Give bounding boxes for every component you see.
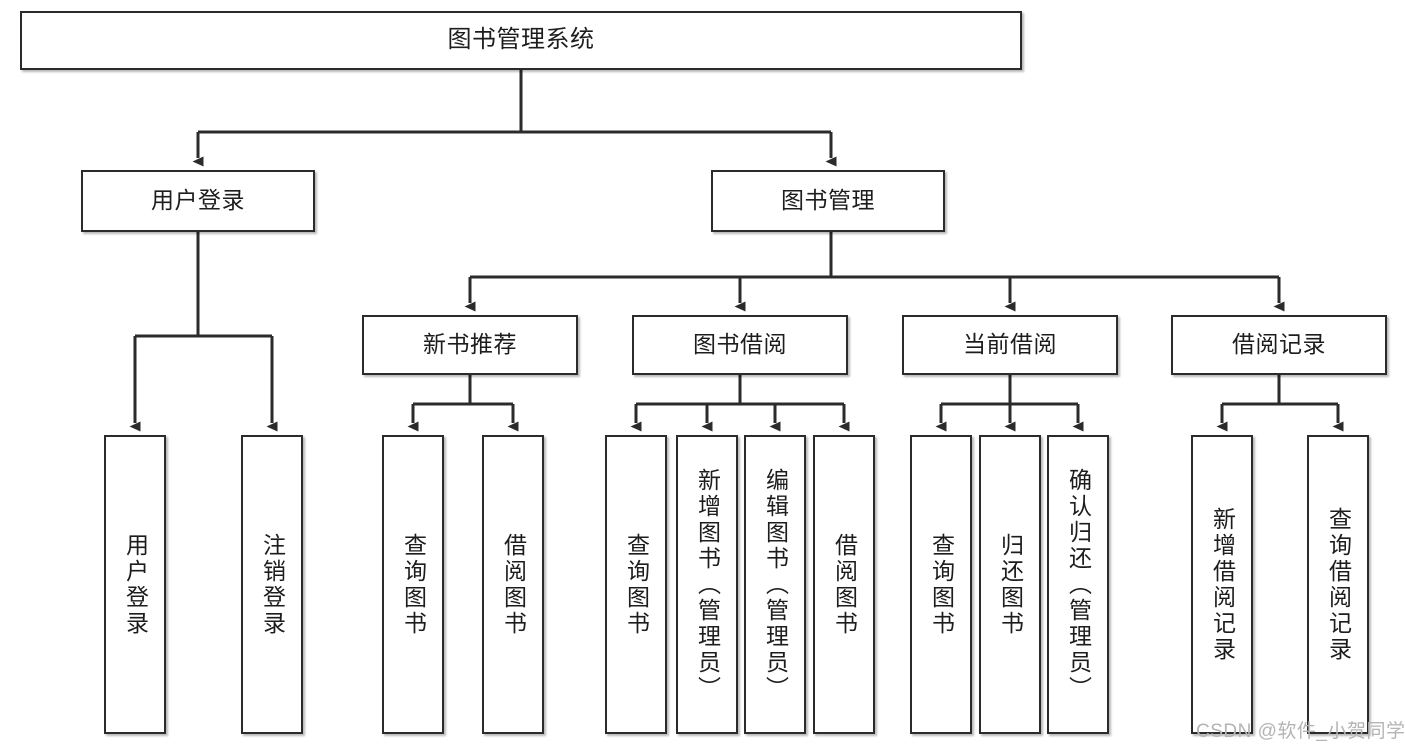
node-label: 借阅图书 xyxy=(831,532,858,637)
leaf-query-books-borrow[interactable]: 查询图书 xyxy=(605,435,667,734)
node-label: 查询图书 xyxy=(400,532,427,637)
leaf-add-book-admin[interactable]: 新增图书（管理员） xyxy=(676,435,738,734)
leaf-confirm-return-admin[interactable]: 确认归还（管理员） xyxy=(1047,435,1109,734)
node-label: 图书借阅 xyxy=(693,331,787,358)
node-label: 用户登录 xyxy=(122,532,149,637)
node-label: 查询图书 xyxy=(623,532,650,637)
leaf-query-books-recommend[interactable]: 查询图书 xyxy=(382,435,444,734)
leaf-add-borrow-record[interactable]: 新增借阅记录 xyxy=(1191,435,1253,734)
node-label: 查询借阅记录 xyxy=(1325,506,1352,663)
node-label: 借阅图书 xyxy=(500,532,527,637)
leaf-edit-book-admin[interactable]: 编辑图书（管理员） xyxy=(744,435,806,734)
node-label: 注销登录 xyxy=(259,532,286,637)
node-label: 当前借阅 xyxy=(963,331,1057,358)
node-label: 图书管理 xyxy=(781,187,875,214)
node-book-borrow[interactable]: 图书借阅 xyxy=(632,315,848,375)
node-book-management[interactable]: 图书管理 xyxy=(711,170,945,232)
node-label: 用户登录 xyxy=(151,187,245,214)
node-label: 确认归还（管理员） xyxy=(1065,467,1092,702)
leaf-borrow-book[interactable]: 借阅图书 xyxy=(813,435,875,734)
leaf-user-logout[interactable]: 注销登录 xyxy=(241,435,303,734)
node-label: 归还图书 xyxy=(997,532,1024,637)
node-label: 查询图书 xyxy=(928,532,955,637)
node-label: 新增图书（管理员） xyxy=(694,467,721,702)
leaf-user-login[interactable]: 用户登录 xyxy=(104,435,166,734)
leaf-return-book[interactable]: 归还图书 xyxy=(979,435,1041,734)
csdn-watermark: CSDN @软件_小贺同学 xyxy=(1196,721,1405,742)
leaf-query-books-current[interactable]: 查询图书 xyxy=(910,435,972,734)
node-label: 新增借阅记录 xyxy=(1209,506,1236,663)
node-new-book-recommend[interactable]: 新书推荐 xyxy=(362,315,578,375)
node-borrow-records[interactable]: 借阅记录 xyxy=(1171,315,1387,375)
leaf-query-borrow-record[interactable]: 查询借阅记录 xyxy=(1307,435,1369,734)
leaf-borrow-books-recommend[interactable]: 借阅图书 xyxy=(482,435,544,734)
node-root-system[interactable]: 图书管理系统 xyxy=(20,11,1022,70)
node-label: 借阅记录 xyxy=(1232,331,1326,358)
node-user-login[interactable]: 用户登录 xyxy=(81,170,315,232)
node-current-borrow[interactable]: 当前借阅 xyxy=(902,315,1118,375)
node-label: 图书管理系统 xyxy=(447,26,595,54)
node-label: 编辑图书（管理员） xyxy=(762,467,789,702)
node-label: 新书推荐 xyxy=(423,331,517,358)
